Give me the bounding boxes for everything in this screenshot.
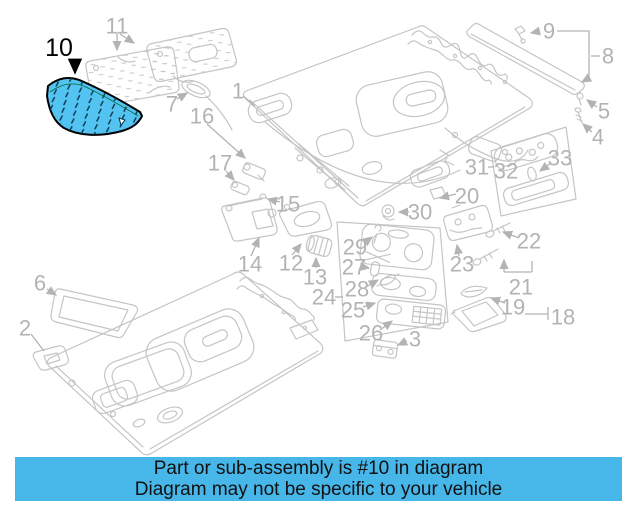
callout-10: 10 bbox=[45, 34, 73, 62]
callout-16: 16 bbox=[190, 104, 214, 129]
callout-4: 4 bbox=[592, 125, 604, 150]
callout-24: 24 bbox=[312, 285, 336, 310]
callout-1: 1 bbox=[232, 79, 244, 104]
headliner-front-part2 bbox=[32, 271, 324, 456]
banner-line1: Part or sub-assembly is #10 in diagram bbox=[153, 458, 484, 479]
callout-33: 33 bbox=[548, 146, 572, 171]
callout-9: 9 bbox=[543, 19, 555, 44]
callout-7: 7 bbox=[166, 92, 178, 117]
callout-22: 22 bbox=[517, 229, 541, 254]
callout-18: 18 bbox=[551, 305, 575, 330]
callout-11: 11 bbox=[106, 14, 129, 39]
highlight-banner: Part or sub-assembly is #10 in diagram D… bbox=[15, 457, 622, 501]
callout-15: 15 bbox=[276, 192, 300, 217]
callout-23: 23 bbox=[450, 252, 474, 277]
callout-32: 32 bbox=[494, 159, 518, 184]
callout-28: 28 bbox=[345, 277, 369, 302]
callout-19: 19 bbox=[501, 295, 525, 320]
leader-lines bbox=[30, 26, 600, 352]
callout-6: 6 bbox=[34, 271, 46, 296]
callout-17: 17 bbox=[208, 151, 232, 176]
callout-21: 21 bbox=[509, 275, 533, 300]
callout-8: 8 bbox=[602, 44, 614, 69]
highlighted-part10-panel bbox=[46, 76, 143, 136]
callout-31: 31 bbox=[465, 155, 489, 180]
fastener-parts4-5 bbox=[574, 92, 584, 124]
callout-14: 14 bbox=[238, 252, 262, 277]
callout-12: 12 bbox=[279, 251, 303, 276]
callout-29: 29 bbox=[343, 235, 367, 260]
callout-25: 25 bbox=[341, 298, 365, 323]
callout-30: 30 bbox=[408, 200, 432, 225]
callout-13: 13 bbox=[303, 265, 327, 290]
callout-20: 20 bbox=[455, 184, 479, 209]
callout-5: 5 bbox=[598, 99, 610, 124]
callout-2: 2 bbox=[19, 316, 31, 341]
dome-lamp-assembly-parts31-33 bbox=[490, 126, 577, 217]
pad-part7 bbox=[181, 79, 233, 131]
banner-line2: Diagram may not be specific to your vehi… bbox=[134, 479, 503, 500]
callout-27: 27 bbox=[342, 255, 366, 280]
overhead-console-parts25-29 bbox=[336, 221, 449, 359]
headliner-rear-part1 bbox=[242, 25, 533, 207]
roof-molding-part8 bbox=[466, 22, 585, 96]
callout-26: 26 bbox=[359, 321, 383, 346]
callout-3: 3 bbox=[409, 327, 421, 352]
